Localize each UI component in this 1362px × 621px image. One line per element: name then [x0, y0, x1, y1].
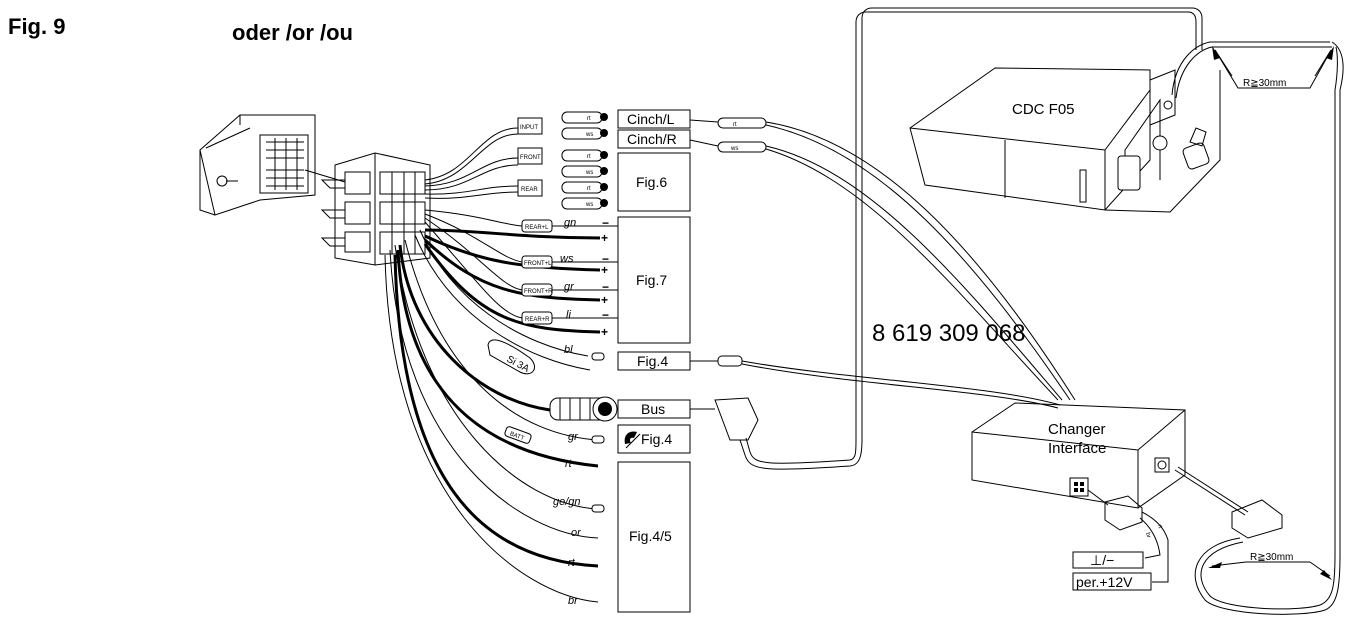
plus-3: + — [601, 293, 608, 307]
wire-label-or: or — [571, 527, 582, 539]
interface-cinch-ws: ws — [730, 146, 738, 152]
bus-cable — [690, 7, 1203, 470]
plug-input-label: INPUT — [520, 125, 538, 131]
wire-label-li: li — [566, 309, 571, 321]
plus-1: + — [601, 231, 608, 245]
figure-number: Fig. 9 — [8, 14, 65, 39]
power-connector: rt br ⊥/− per.+12V — [1072, 489, 1169, 591]
radio-head-unit — [199, 114, 346, 216]
wire-label-rt2: rt — [568, 557, 576, 569]
speaker-connectors: REAR+L FRONT+L FRONT+R REAR+R — [521, 219, 553, 325]
supply-br: br — [1144, 532, 1151, 539]
wire-label-ws: ws — [560, 253, 574, 265]
plug-front-label: FRONT — [520, 155, 541, 161]
cdc-changer: CDC F05 — [909, 41, 1344, 555]
plug-rear-label: REAR — [521, 187, 538, 193]
plug-rear-r: REAR+R — [525, 317, 550, 323]
plug-input — [517, 117, 543, 135]
cinch-rt-3: rt — [587, 186, 591, 192]
cinch-ws-1: ws — [585, 132, 593, 138]
box-bus-text: Bus — [641, 401, 665, 417]
changer-interface: Changer Interface — [971, 402, 1186, 509]
box-fig7-text: Fig.7 — [636, 272, 667, 288]
minus-3: − — [602, 280, 609, 294]
cinch-rt-1: rt — [587, 116, 591, 122]
box-ground — [1072, 551, 1144, 569]
plug-rear — [517, 179, 543, 197]
box-cinch-l-text: Cinch/L — [627, 111, 675, 127]
plus-4: + — [601, 325, 608, 339]
wire-label-br: br — [568, 595, 579, 607]
interface-cinch-rt: rt — [733, 122, 737, 128]
cinch-rt-2: rt — [587, 154, 591, 160]
alternatives-label: oder /or /ou — [232, 20, 353, 45]
minus-2: − — [602, 252, 609, 266]
interface-cdc-cable: R≧30mm — [1174, 466, 1341, 615]
cinch-plugs: INPUT FRONT REAR rt ws rt ws rt ws — [517, 111, 608, 210]
fuse-holder: Si 3A — [487, 339, 535, 375]
batt-label: BATT — [509, 431, 525, 442]
box-ground-text: ⊥/− — [1090, 552, 1114, 568]
plug-front-l: FRONT+L — [524, 261, 552, 267]
wire-label-gr: gr — [564, 281, 575, 293]
box-fig7 — [617, 216, 691, 344]
radius-indicator-top: R≧30mm — [1212, 46, 1334, 89]
iso-connector — [320, 152, 431, 266]
cinch-ws-3: ws — [585, 202, 593, 208]
part-number: 8 619 309 068 — [872, 320, 1025, 347]
plug-rear-l: REAR+L — [525, 225, 549, 231]
fig4-cable — [690, 355, 1061, 409]
minus-1: − — [602, 216, 609, 230]
interface-label-2: Interface — [1048, 440, 1106, 457]
wire-label-bl: bl — [564, 344, 573, 356]
wire-label-gn: gn — [564, 217, 576, 229]
plug-front — [517, 147, 543, 165]
wiring-harness-thick — [393, 228, 601, 568]
box-cinch-r — [617, 129, 691, 149]
radius-label-top: R≧30mm — [1243, 78, 1286, 89]
label-boxes: Cinch/L Cinch/R Fig.6 Fig.7 Fig.4 Bus Fi… — [617, 109, 691, 613]
box-fig45-text: Fig.4/5 — [629, 528, 672, 544]
cdc-label: CDC F05 — [1012, 101, 1075, 118]
box-fig6 — [617, 152, 691, 212]
box-fig4-top-text: Fig.4 — [637, 353, 668, 369]
box-fig45 — [617, 461, 691, 613]
interface-label-1: Changer — [1048, 421, 1106, 438]
polarity-markers: − + − + − + − + — [601, 216, 609, 339]
box-fig4-phone-text: Fig.4 — [641, 431, 672, 447]
phone-icon — [624, 431, 641, 449]
fuse-label: Si 3A — [505, 354, 532, 375]
bus-connector — [549, 396, 618, 422]
box-fig6-text: Fig.6 — [636, 174, 667, 190]
wire-label-gegn: ge/gn — [553, 496, 581, 508]
box-per12v-text: per.+12V — [1076, 574, 1133, 590]
cinch-cables-to-interface: rt ws — [689, 117, 1076, 401]
wire-label-rt: rt — [565, 458, 573, 470]
radius-label-bottom: R≧30mm — [1250, 552, 1293, 563]
wire-label-gr2: gr — [568, 431, 579, 443]
box-per12v — [1072, 572, 1152, 591]
plug-front-r: FRONT+R — [524, 289, 553, 295]
cinch-ws-2: ws — [585, 170, 593, 176]
box-cinch-l — [617, 109, 691, 129]
batt-plug: BATT — [504, 426, 532, 444]
plus-2: + — [601, 263, 608, 277]
supply-rt: rt — [1156, 524, 1163, 529]
box-cinch-r-text: Cinch/R — [627, 131, 677, 147]
minus-4: − — [602, 308, 609, 322]
